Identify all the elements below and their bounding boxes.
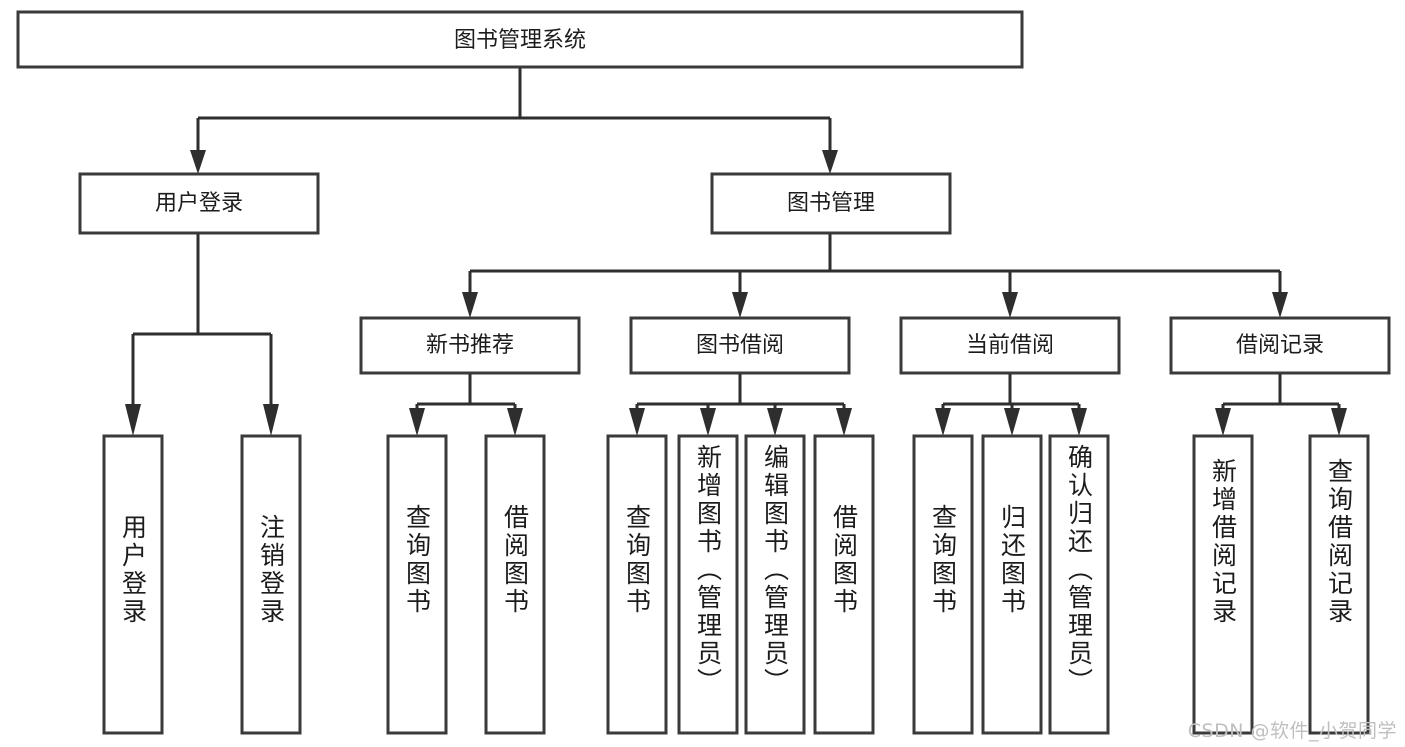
node-leaf-add-book[interactable] bbox=[677, 434, 739, 735]
edge-current-borrow-to-query-book bbox=[935, 404, 951, 436]
node-current-borrow[interactable]: 当前借阅 bbox=[899, 316, 1121, 375]
edge-new-book-recommend-to-borrow-book bbox=[507, 404, 523, 436]
edge-book-borrow-to-borrow-book bbox=[836, 404, 852, 436]
edge-user-login-to-leaf-user-login bbox=[125, 334, 141, 436]
edge-book-manage-to-current-borrow bbox=[1002, 271, 1018, 318]
edge-book-borrow-trunk bbox=[637, 373, 844, 406]
edge-book-manage-to-book-borrow bbox=[732, 271, 748, 318]
node-book-manage-label: 图书管理 bbox=[787, 191, 875, 216]
node-book-borrow[interactable]: 图书借阅 bbox=[629, 316, 851, 375]
node-leaf-query-record[interactable] bbox=[1308, 434, 1370, 735]
node-user-login-label: 用户登录 bbox=[155, 191, 243, 216]
edge-current-borrow-to-confirm-return bbox=[1071, 404, 1087, 436]
node-book-borrow-label: 图书借阅 bbox=[696, 333, 784, 358]
node-root[interactable]: 图书管理系统 bbox=[16, 10, 1024, 69]
edge-root-to-user-login bbox=[190, 118, 206, 174]
node-leaf-logout[interactable] bbox=[240, 434, 302, 735]
node-leaf-user-login[interactable] bbox=[102, 434, 164, 735]
node-leaf-borrow-book-2[interactable] bbox=[813, 434, 875, 735]
edge-book-manage-trunk bbox=[470, 233, 1280, 273]
edge-borrow-record-trunk bbox=[1223, 373, 1339, 406]
node-new-book-recommend[interactable]: 新书推荐 bbox=[359, 316, 581, 375]
node-leaf-edit-book[interactable] bbox=[744, 434, 806, 735]
edge-new-book-recommend-to-query-book bbox=[409, 404, 425, 436]
edge-borrow-record-to-add-record bbox=[1215, 404, 1231, 436]
edge-book-borrow-to-query-book bbox=[629, 404, 645, 436]
edge-user-login-to-leaf-logout bbox=[263, 334, 279, 436]
node-leaf-query-book-1[interactable] bbox=[386, 434, 448, 735]
node-current-borrow-label: 当前借阅 bbox=[966, 333, 1054, 358]
node-leaf-return-book[interactable] bbox=[981, 434, 1043, 735]
edge-current-borrow-trunk bbox=[943, 373, 1079, 406]
edge-new-book-recommend-trunk bbox=[417, 373, 515, 406]
edge-book-manage-to-new-book-recommend bbox=[462, 271, 478, 318]
node-book-manage[interactable]: 图书管理 bbox=[710, 172, 952, 235]
node-root-label: 图书管理系统 bbox=[454, 28, 586, 53]
watermark: CSDN @软件_小贺同学 bbox=[1187, 720, 1397, 742]
edge-root-trunk bbox=[198, 67, 830, 120]
edge-root-to-book-manage bbox=[822, 118, 838, 174]
node-borrow-record[interactable]: 借阅记录 bbox=[1169, 316, 1391, 375]
node-leaf-add-record[interactable] bbox=[1192, 434, 1254, 735]
node-user-login[interactable]: 用户登录 bbox=[78, 172, 320, 235]
leaf-boxes bbox=[102, 434, 1370, 735]
node-leaf-borrow-book-1[interactable] bbox=[484, 434, 546, 735]
edge-user-login-trunk bbox=[133, 233, 271, 336]
node-new-book-recommend-label: 新书推荐 bbox=[426, 333, 514, 358]
edge-book-borrow-to-add-book bbox=[700, 404, 716, 436]
node-leaf-query-book-3[interactable] bbox=[912, 434, 974, 735]
node-borrow-record-label: 借阅记录 bbox=[1236, 333, 1324, 358]
edge-book-borrow-to-edit-book bbox=[767, 404, 783, 436]
edge-book-manage-to-borrow-record bbox=[1272, 271, 1288, 318]
edge-current-borrow-to-return-book bbox=[1004, 404, 1020, 436]
node-leaf-query-book-2[interactable] bbox=[606, 434, 668, 735]
node-leaf-confirm-return[interactable] bbox=[1048, 434, 1110, 735]
edge-borrow-record-to-query-record bbox=[1331, 404, 1347, 436]
